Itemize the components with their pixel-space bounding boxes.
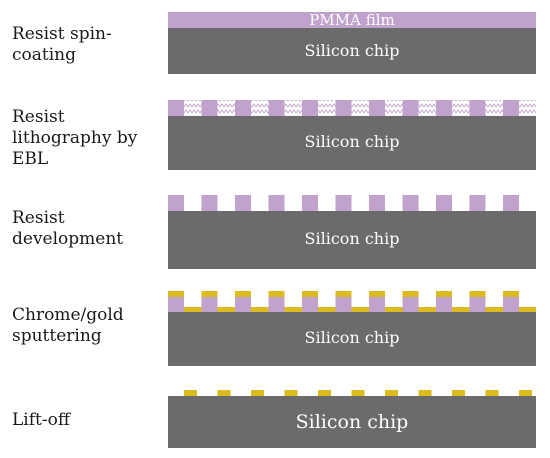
metal-line [519,390,532,396]
exposed-region-pattern [251,100,269,116]
metal-line [485,390,499,396]
stack-sputtering: Silicon chip [168,291,536,366]
metal-on-resist [302,291,318,297]
exposed-region-pattern [284,100,302,116]
pmma-block [402,297,419,312]
metal-on-resist [436,291,452,297]
metal-in-gap [519,307,536,312]
step-label-spin-coating: Resist spin- coating [12,24,112,65]
pmma-block [168,195,184,211]
pmma-block [302,297,318,312]
metal-in-gap [284,307,302,312]
metal-line [418,390,432,396]
metal-line [284,390,298,396]
silicon-chip-layer [168,28,536,74]
metal-line [452,390,465,396]
metal-on-resist [369,291,385,297]
pmma-film-label: PMMA film [309,11,394,29]
pmma-block [268,195,285,211]
metal-on-resist [268,291,285,297]
pmma-block [436,297,452,312]
metal-line [184,390,197,396]
pmma-block [335,195,352,211]
step-label-sputtering: Chrome/gold sputtering [12,305,124,346]
pmma-block [402,195,419,211]
metal-line [251,390,264,396]
metal-in-gap [217,307,235,312]
silicon-chip-layer [168,211,536,269]
step-label-lift-off: Lift-off [12,410,70,430]
pmma-film-layer [168,12,536,28]
stack-lithography: Silicon chip [168,100,536,170]
stack-lift-off: Silicon chip [168,390,536,448]
metal-on-resist [469,291,486,297]
silicon-chip-layer [168,116,536,170]
exposed-region-pattern [485,100,503,116]
pmma-block [369,297,385,312]
silicon-chip-label: Silicon chip [305,41,400,60]
metal-line [318,390,331,396]
pmma-block [335,297,352,312]
pmma-block [469,195,486,211]
pmma-block [369,195,385,211]
metal-in-gap [184,307,202,312]
metal-line [217,390,231,396]
silicon-chip-label: Silicon chip [305,132,400,151]
metal-on-resist [168,291,184,297]
metal-in-gap [418,307,436,312]
metal-line [351,390,365,396]
metal-on-resist [402,291,419,297]
silicon-chip-label: Silicon chip [305,328,400,347]
silicon-chip-layer [168,312,536,366]
metal-on-resist [235,291,251,297]
exposed-region-pattern [385,100,403,116]
pmma-block [168,297,184,312]
pmma-block [235,297,251,312]
pmma-block [469,297,486,312]
exposed-region-pattern [217,100,235,116]
metal-in-gap [318,307,336,312]
pmma-block [201,297,218,312]
silicon-chip-label: Silicon chip [296,411,409,433]
stack-spin-coating: PMMA film Silicon chip [168,11,536,74]
metal-on-resist [201,291,218,297]
pmma-block [235,195,251,211]
silicon-chip-label: Silicon chip [305,229,400,248]
pmma-block [302,195,318,211]
metal-in-gap [485,307,503,312]
pmma-block [268,297,285,312]
silicon-chip-layer [168,396,536,448]
metal-in-gap [251,307,269,312]
exposed-region-pattern [519,100,536,116]
pmma-block [201,195,218,211]
exposed-region-pattern [318,100,336,116]
metal-line [385,390,398,396]
pmma-block [436,195,452,211]
metal-on-resist [335,291,352,297]
metal-in-gap [351,307,369,312]
exposed-region-pattern [184,100,202,116]
step-label-lithography: Resist lithography by EBL [12,107,138,169]
exposed-region-pattern [452,100,470,116]
exposed-region-pattern [418,100,436,116]
pmma-block [503,195,519,211]
pmma-block [503,297,519,312]
metal-in-gap [385,307,403,312]
metal-in-gap [452,307,470,312]
stack-development: Silicon chip [168,195,536,269]
step-label-development: Resist development [12,208,124,249]
exposed-region-pattern [351,100,369,116]
metal-on-resist [503,291,519,297]
